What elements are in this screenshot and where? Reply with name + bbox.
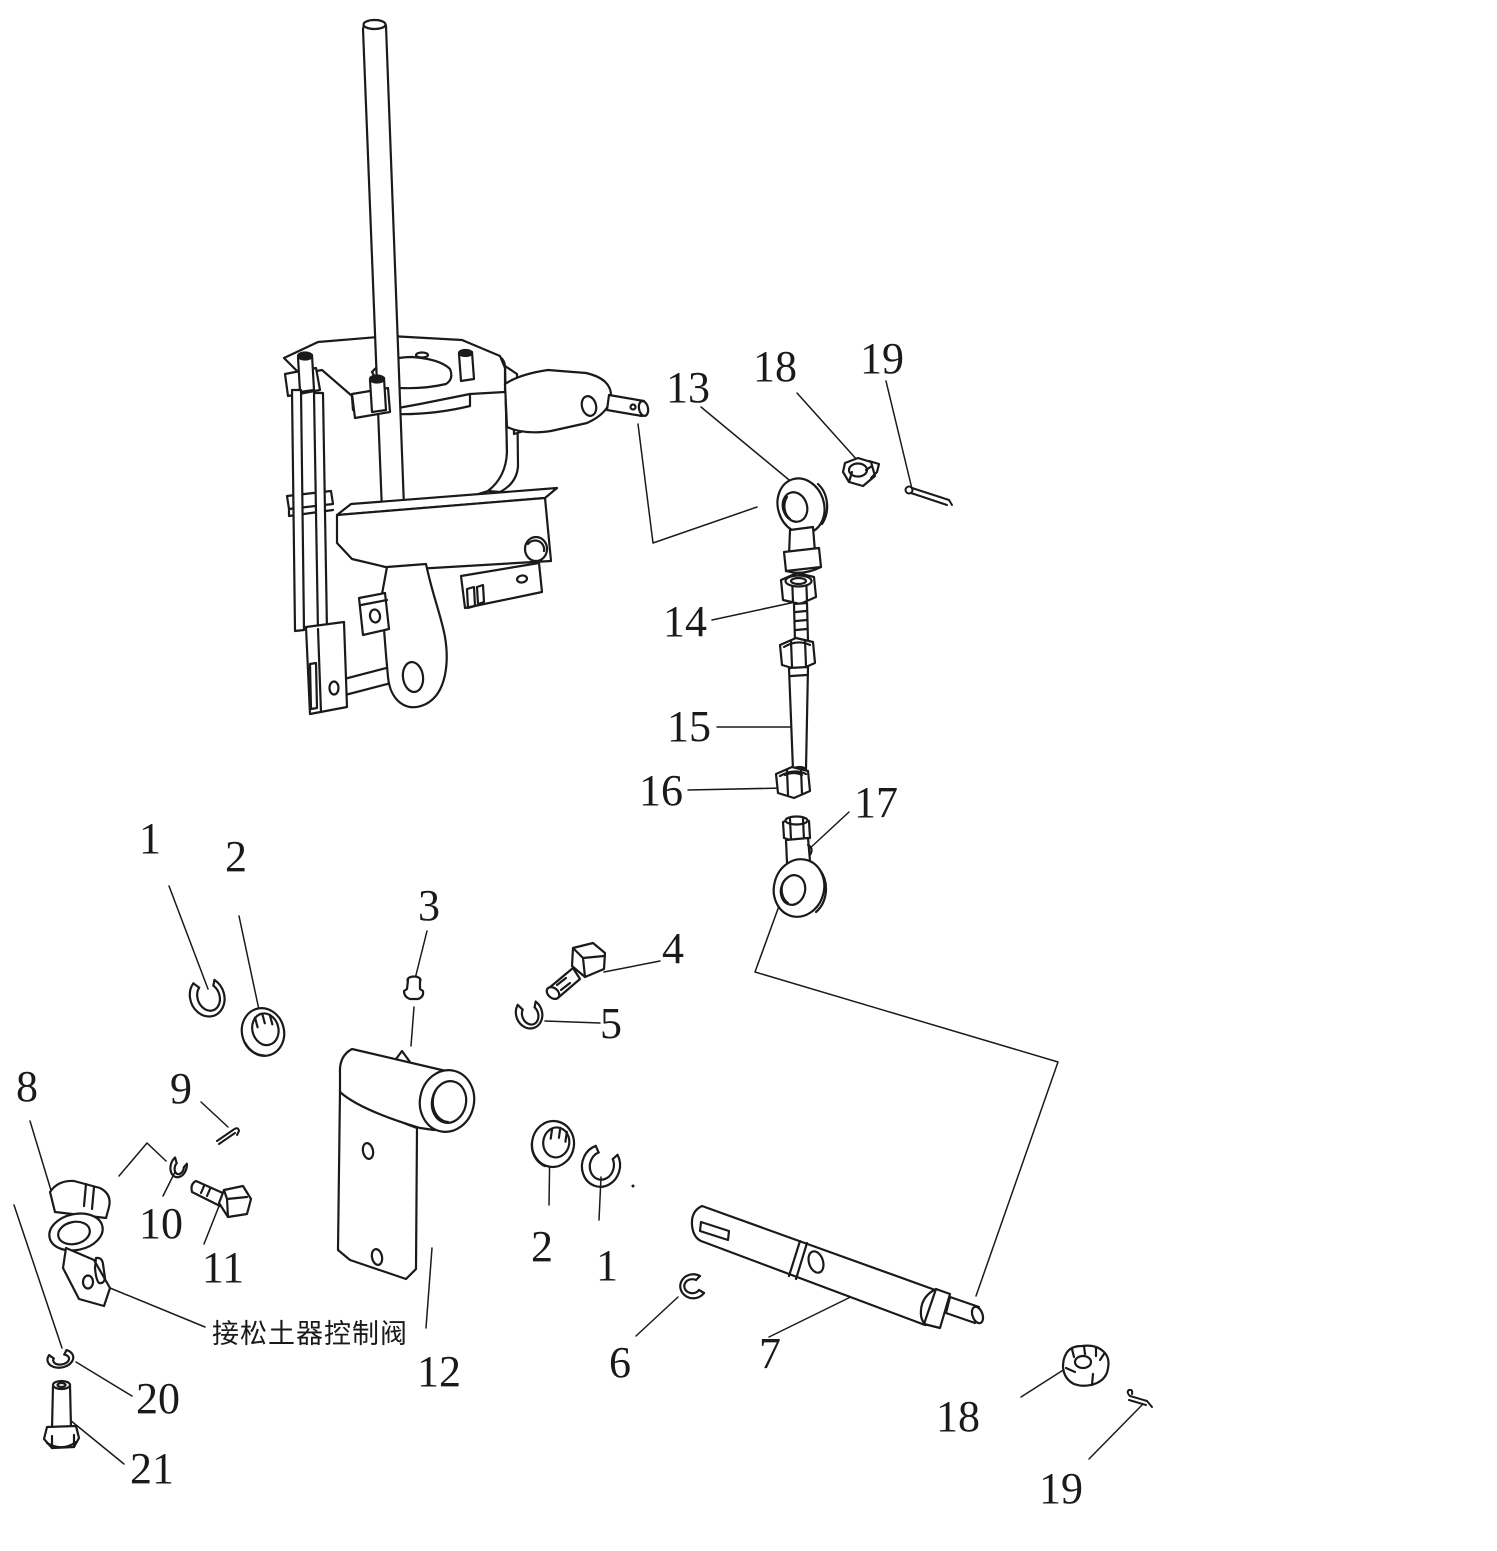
part-10-washer-drawing xyxy=(169,1156,188,1179)
leader-1-lower xyxy=(598,1176,602,1221)
callout-label-5: 5 xyxy=(600,999,622,1048)
callout-label-17: 17 xyxy=(854,778,898,827)
part-4-bolt-drawing xyxy=(545,941,607,1001)
main-assembly-drawing xyxy=(282,18,650,716)
callout-label-7: 7 xyxy=(759,1329,781,1378)
leader-3a xyxy=(413,930,428,984)
annotation-ripper-control-valve: 接松土器控制阀 xyxy=(212,1319,408,1349)
part-6-clip-drawing xyxy=(679,1273,706,1300)
leader-21 xyxy=(69,1419,125,1465)
part-19-bottom-cotter-pin-drawing xyxy=(1126,1388,1153,1408)
leader-lines xyxy=(13,380,1144,1465)
part-15-rod-drawing xyxy=(778,636,817,774)
leader-20 xyxy=(75,1361,133,1397)
callout-label-2-lower: 2 xyxy=(531,1222,553,1271)
part-8-clamp-drawing xyxy=(48,1179,112,1308)
callout-label-20: 20 xyxy=(136,1374,180,1423)
callout-label-12: 12 xyxy=(417,1347,461,1396)
part-2-upper-bushing-drawing xyxy=(240,1007,286,1057)
callout-label-21: 21 xyxy=(130,1444,174,1493)
leader-2-upper xyxy=(238,915,263,1025)
leader-16 xyxy=(687,787,785,791)
callout-label-10: 10 xyxy=(139,1199,183,1248)
callout-label-9: 9 xyxy=(170,1064,192,1113)
part-11-bolt-drawing xyxy=(190,1179,253,1219)
callout-label-18-top: 18 xyxy=(753,342,797,391)
callout-label-19-top: 19 xyxy=(860,334,904,383)
leader-19-bottom xyxy=(1088,1403,1144,1460)
callout-label-3: 3 xyxy=(418,881,440,930)
leader-1-upper xyxy=(168,885,209,990)
part-1-upper-snap-ring-drawing xyxy=(188,978,226,1018)
leader-5 xyxy=(544,1020,601,1024)
part-5-washer-drawing xyxy=(514,1000,544,1030)
part-21-bolt-drawing xyxy=(42,1379,81,1450)
callout-label-4: 4 xyxy=(662,924,684,973)
callout-label-11: 11 xyxy=(201,1243,245,1292)
callout-label-16: 16 xyxy=(639,766,683,815)
assembly-line-20 xyxy=(13,1204,63,1349)
callout-label-13: 13 xyxy=(666,363,710,412)
part-18-bottom-castle-nut-drawing xyxy=(1061,1344,1110,1387)
assembly-line-17 xyxy=(754,905,1059,1297)
callout-label-18-bottom: 18 xyxy=(936,1392,980,1441)
leader-note xyxy=(109,1287,206,1328)
leader-4 xyxy=(603,960,661,973)
part-2-lower-bushing-drawing xyxy=(530,1119,576,1169)
callout-label-6: 6 xyxy=(609,1338,631,1387)
leader-18-bottom xyxy=(1020,1366,1069,1398)
callout-label-19-bottom: 19 xyxy=(1039,1464,1083,1513)
part-9-pin-drawing xyxy=(216,1127,240,1145)
callout-label-14: 14 xyxy=(663,597,707,646)
leader-13 xyxy=(700,406,801,490)
part-20-lock-washer-drawing xyxy=(46,1348,75,1369)
callout-label-8: 8 xyxy=(16,1062,38,1111)
callout-label-1-upper: 1 xyxy=(139,814,161,863)
leader-18-top xyxy=(796,392,859,462)
callout-label-2-upper: 2 xyxy=(225,832,247,881)
part-12-bracket-drawing xyxy=(336,1047,476,1281)
part-13-rod-end-drawing xyxy=(776,477,829,574)
leader-12 xyxy=(425,1247,433,1329)
part-7-shaft-drawing xyxy=(690,1204,985,1330)
leader-19-top xyxy=(885,380,913,490)
leader-9 xyxy=(200,1101,229,1128)
part-18-top-lock-nut-drawing xyxy=(841,456,881,488)
assembly-line-13 xyxy=(637,423,758,544)
callout-label-15: 15 xyxy=(667,702,711,751)
leader-14 xyxy=(711,600,801,621)
part-19-top-cotter-pin-drawing xyxy=(904,485,953,506)
assembly-line-10 xyxy=(118,1142,167,1177)
part-14-nut-drawing xyxy=(779,571,818,644)
part-17-rod-end-drawing xyxy=(772,815,828,918)
leader-3b xyxy=(410,1006,415,1047)
part-3-grease-fitting-drawing xyxy=(402,975,425,1001)
leader-8 xyxy=(29,1120,54,1198)
part-1-lower-snap-ring-drawing xyxy=(580,1144,635,1188)
part-16-nut-drawing xyxy=(774,765,812,800)
leader-6 xyxy=(635,1296,679,1337)
callout-label-1-lower: 1 xyxy=(596,1241,618,1290)
